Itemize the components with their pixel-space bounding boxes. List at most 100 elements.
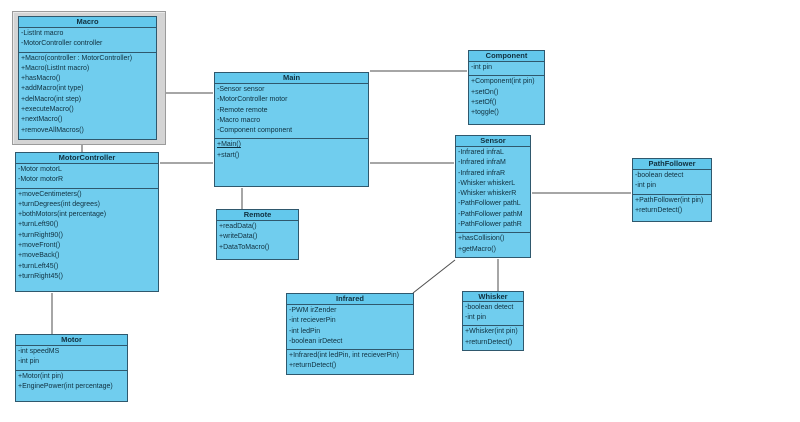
method-row: +addMacro(int type): [21, 85, 84, 93]
method-row: +turnDegrees(int degrees): [18, 200, 100, 208]
class-title: Infrared: [287, 294, 413, 305]
attribute-row: -boolean detect: [465, 303, 514, 311]
attributes-compartment: -boolean detect-int pin: [633, 170, 711, 195]
class-box-whisker[interactable]: Whisker -boolean detect -int pin +Whisker…: [462, 291, 524, 351]
attribute-row: -int pin: [18, 358, 40, 366]
attribute-row: -int speedMS: [18, 348, 60, 355]
attributes-compartment: -int speedMS -int pin: [16, 346, 127, 371]
method-row: +Main(): [217, 141, 241, 149]
method-row: +delMacro(int step): [21, 95, 82, 103]
methods-compartment: +readData() +writeData() +DataToMacro(): [217, 221, 298, 259]
method-row: +writeData(): [219, 233, 258, 241]
class-box-main[interactable]: Main -Sensor sensor -MotorController moto…: [214, 72, 369, 187]
class-box-component[interactable]: Component -int pin +Component(int pin) +s…: [468, 50, 545, 125]
methods-compartment: +Infrared(int ledPin, int recieverPin) +r…: [287, 350, 413, 374]
method-row: +Motor(int pin): [18, 372, 64, 380]
method-row: +turnRight45(): [18, 272, 63, 280]
attribute-row: -Motor motorR: [18, 176, 64, 184]
attribute-row: -Infrared infraR: [458, 169, 506, 177]
attributes-compartment: -PWM irZender -int recieverPin -int ledPin…: [287, 305, 413, 351]
methods-compartment: +Component(int pin) +setOn() +setOf() +togg…: [469, 76, 544, 124]
method-row: +returnDetect(): [635, 206, 683, 214]
method-row: +bothMotors(int percentage): [18, 211, 107, 219]
method-row: +moveBack(): [18, 252, 60, 260]
attribute-row: -int pin: [635, 182, 657, 190]
method-row: +hasMacro(): [21, 75, 61, 83]
attribute-row: -Macro macro: [217, 116, 261, 124]
method-row: +returnDetect(): [289, 362, 337, 370]
attribute-row: -Remote remote: [217, 106, 268, 114]
class-box-remote[interactable]: Remote +readData() +writeData() +DataToMac…: [216, 209, 299, 260]
method-row: +setOf(): [471, 98, 497, 106]
attribute-row: -Infrared infraL: [458, 149, 504, 156]
methods-compartment: +Motor(int pin) +EnginePower(int percenta…: [16, 371, 127, 401]
attributes-compartment: -int pin: [469, 62, 544, 77]
class-title: Macro: [19, 17, 156, 28]
method-row: +moveFront(): [18, 242, 61, 250]
method-row: +nextMacro(): [21, 116, 63, 124]
methods-compartment: +hasCollision() +getMacro(): [456, 233, 530, 257]
method-row: +executeMacro(): [21, 106, 74, 114]
class-title: Motor: [16, 335, 127, 346]
attributes-compartment: -ListInt macro -MotorController controlle…: [19, 28, 156, 53]
attribute-row: -Sensor sensor: [217, 86, 265, 93]
method-row: +EnginePower(int percentage): [18, 382, 113, 390]
attribute-row: -int recieverPin: [289, 317, 336, 325]
class-title: Component: [469, 51, 544, 62]
class-box-motorcontroller[interactable]: MotorController -Motor motorL-Motor moto…: [15, 152, 159, 292]
method-row: +start(): [217, 151, 240, 159]
attribute-row: -Component component: [217, 127, 293, 135]
class-title: Sensor: [456, 136, 530, 147]
class-box-motor[interactable]: Motor -int speedMS -int pin +Motor(int pi…: [15, 334, 128, 402]
methods-compartment: +Macro(controller : MotorController) +Mac…: [19, 53, 156, 139]
methods-compartment: +PathFollower(int pin)+returnDetect(): [633, 195, 711, 221]
class-box-pathfollower[interactable]: PathFollower -boolean detect-int pin +Pa…: [632, 158, 712, 222]
method-row: +DataToMacro(): [219, 243, 270, 251]
attribute-row: -Whisker whiskerL: [458, 179, 516, 187]
class-title: Whisker: [463, 292, 523, 302]
attribute-row: -boolean irDetect: [289, 337, 343, 345]
method-row: +readData(): [219, 223, 257, 230]
attribute-row: -int ledPin: [289, 327, 321, 335]
attribute-row: -Motor motorL: [18, 166, 62, 173]
attribute-row: -PathFollower pathM: [458, 210, 523, 218]
attribute-row: -ListInt macro: [21, 30, 64, 37]
methods-compartment: +Whisker(int pin)+returnDetect(): [463, 326, 523, 350]
attribute-row: -PathFollower pathR: [458, 221, 522, 229]
method-row: +getMacro(): [458, 245, 496, 253]
attributes-compartment: -boolean detect -int pin: [463, 302, 523, 327]
class-title: Main: [215, 73, 368, 84]
class-title: MotorController: [16, 153, 158, 164]
method-row: +turnRight90(): [18, 231, 63, 239]
method-row: +Macro(ListInt macro): [21, 64, 90, 72]
method-row: +returnDetect(): [465, 338, 513, 346]
methods-compartment: +Main() +start(): [215, 139, 368, 186]
method-row: +toggle(): [471, 109, 499, 117]
method-row: +Macro(controller : MotorController): [21, 54, 133, 62]
method-row: +turnLeft90(): [18, 221, 59, 229]
attribute-row: -Whisker whiskerR: [458, 190, 517, 198]
attribute-row: -int pin: [471, 64, 493, 71]
attribute-row: -int pin: [465, 314, 487, 322]
connector-sensor-infrared[interactable]: [412, 259, 456, 294]
method-row: +moveCentimeters(): [18, 190, 82, 198]
attribute-row: -MotorController motor: [217, 96, 288, 104]
class-title: Remote: [217, 210, 298, 221]
class-box-infrared[interactable]: Infrared -PWM irZender -int recieverPin -i…: [286, 293, 414, 375]
attribute-row: -Infrared infraM: [458, 159, 506, 167]
class-title: PathFollower: [633, 159, 711, 170]
attributes-compartment: -Motor motorL -Motor motorR: [16, 164, 158, 189]
method-row: +hasCollision(): [458, 235, 505, 243]
class-box-macro[interactable]: Macro -ListInt macro -MotorController con…: [18, 16, 157, 140]
attribute-row: -PWM irZender: [289, 307, 337, 314]
method-row: +setOn(): [471, 88, 499, 96]
method-row: +Infrared(int ledPin, int recieverPin): [289, 352, 399, 360]
attribute-row: -PathFollower pathL: [458, 200, 521, 208]
method-row: +Component(int pin): [471, 78, 535, 86]
class-box-sensor[interactable]: Sensor -Infrared infraL-Infrared infraM-…: [455, 135, 531, 258]
methods-compartment: +moveCentimeters() +turnDegrees(int degre…: [16, 189, 158, 291]
attributes-compartment: -Infrared infraL -Infrared infraM -Infrare…: [456, 147, 530, 234]
attribute-row: -MotorController controller: [21, 40, 103, 48]
